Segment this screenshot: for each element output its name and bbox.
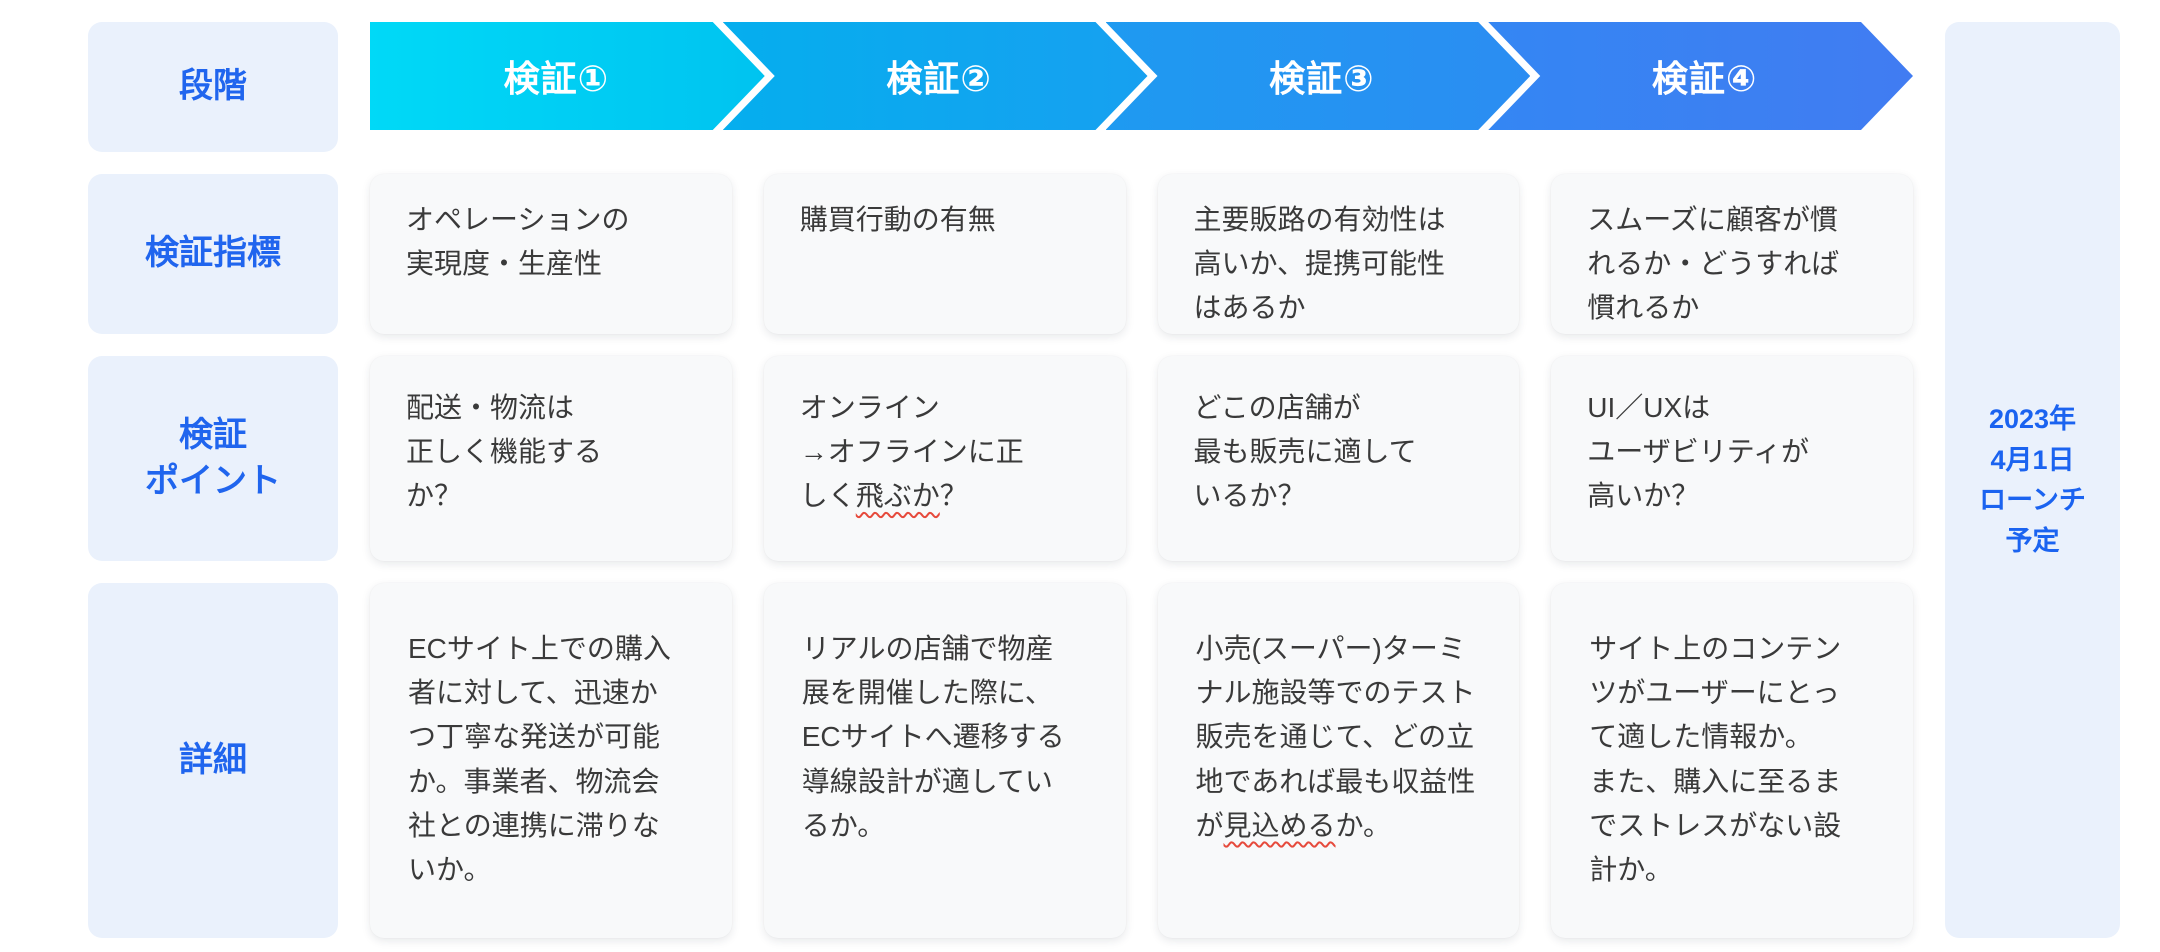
detail-cell-2-text: リアルの店舗で物産 展を開催した際に、 ECサイトへ遷移する 導線設計が適してい…: [801, 633, 1065, 841]
point-cell-1: 配送・物流は 正しく機能する か？: [370, 356, 732, 561]
detail-cell-1: ECサイト上での購入 者に対して、迅速か つ丁寧な発送が可能 か。事業者、物流会…: [370, 583, 732, 938]
detail-cell-3-text-misspelled: 見込める: [1223, 809, 1336, 841]
row-header-stage: 段階: [88, 22, 338, 152]
stage-arrow-1-label: 検証①: [503, 58, 610, 99]
point-cell-2: オンライン →オフラインに正 しく飛ぶか？: [763, 356, 1126, 561]
detail-cell-3: 小売(スーパー)ターミ ナル施設等でのテスト 販売を通じて、どの立 地であれば最…: [1157, 583, 1520, 938]
stage-arrow-3-label: 検証③: [1269, 58, 1375, 99]
detail-cell-4-text: サイト上のコンテン ツがユーザーにとっ て適した情報か。 また、購入に至るま で…: [1589, 633, 1842, 886]
stage-arrow-4: 検証④: [1488, 22, 1913, 130]
row-header-point: 検証 ポイント: [88, 356, 338, 561]
row-header-stage-label: 段階: [179, 67, 247, 106]
point-cell-4: UI／UXは ユーザビリティが 高いか？: [1551, 356, 1913, 561]
detail-cell-3-text-post: か。: [1335, 809, 1391, 841]
metric-cell-1-text: オペレーションの 実現度・生産性: [406, 204, 630, 280]
detail-cell-3-text-pre: 小売(スーパー)ターミ ナル施設等でのテスト 販売を通じて、どの立 地であれば最…: [1195, 633, 1476, 841]
row-header-metric-label: 検証指標: [145, 234, 281, 273]
stage-arrow-4-label: 検証④: [1651, 58, 1758, 99]
launch-date-text: 2023年 4月1日 ローンチ 予定: [1979, 404, 2086, 556]
point-cell-2-text-pre: オンライン →オフラインに正 しく: [799, 392, 1024, 512]
metric-cell-3-text: 主要販路の有効性は 高いか、提携可能性 はあるか: [1193, 204, 1446, 324]
metric-cell-2: 購買行動の有無: [763, 174, 1126, 334]
point-cell-2-text-misspelled: 飛ぶか: [855, 480, 940, 512]
point-cell-3: どこの店舗が 最も販売に適して いるか？: [1157, 356, 1520, 561]
detail-cell-4: サイト上のコンテン ツがユーザーにとっ て適した情報か。 また、購入に至るま で…: [1551, 583, 1913, 938]
point-cell-4-text: UI／UXは ユーザビリティが 高いか？: [1587, 392, 1810, 512]
row-header-detail-label: 詳細: [179, 740, 247, 779]
roadmap-grid: 段階 検証指標 検証 ポイント 詳細 検証① 検証② 検証③ 検証④: [88, 22, 2120, 938]
point-cell-2-text-post: ？: [939, 480, 968, 512]
point-cell-3-text: どこの店舗が 最も販売に適して いるか？: [1193, 392, 1417, 512]
point-cell-1-text: 配送・物流は 正しく機能する か？: [406, 392, 603, 512]
metric-cell-4: スムーズに顧客が慣 れるか・どうすれば 慣れるか: [1551, 174, 1913, 334]
launch-date-panel: 2023年 4月1日 ローンチ 予定: [1945, 22, 2120, 938]
metric-cell-2-text: 購買行動の有無: [799, 204, 996, 235]
stage-arrow-2: 検証②: [723, 22, 1148, 130]
stage-arrow-1: 検証①: [370, 22, 765, 130]
row-header-detail: 詳細: [88, 583, 338, 938]
stage-arrow-2-label: 検証②: [886, 58, 992, 99]
row-header-metric: 検証指標: [88, 174, 338, 334]
metric-cell-4-text: スムーズに顧客が慣 れるか・どうすれば 慣れるか: [1587, 204, 1840, 324]
row-header-point-label: 検証 ポイント: [145, 415, 281, 500]
metric-cell-3: 主要販路の有効性は 高いか、提携可能性 はあるか: [1157, 174, 1520, 334]
stage-arrow-3: 検証③: [1106, 22, 1531, 130]
metric-cell-1: オペレーションの 実現度・生産性: [370, 174, 732, 334]
detail-cell-1-text: ECサイト上での購入 者に対して、迅速か つ丁寧な発送が可能 か。事業者、物流会…: [408, 633, 671, 886]
detail-cell-2: リアルの店舗で物産 展を開催した際に、 ECサイトへ遷移する 導線設計が適してい…: [763, 583, 1126, 938]
stage-arrow-strip: 検証① 検証② 検証③ 検証④: [370, 22, 1913, 130]
